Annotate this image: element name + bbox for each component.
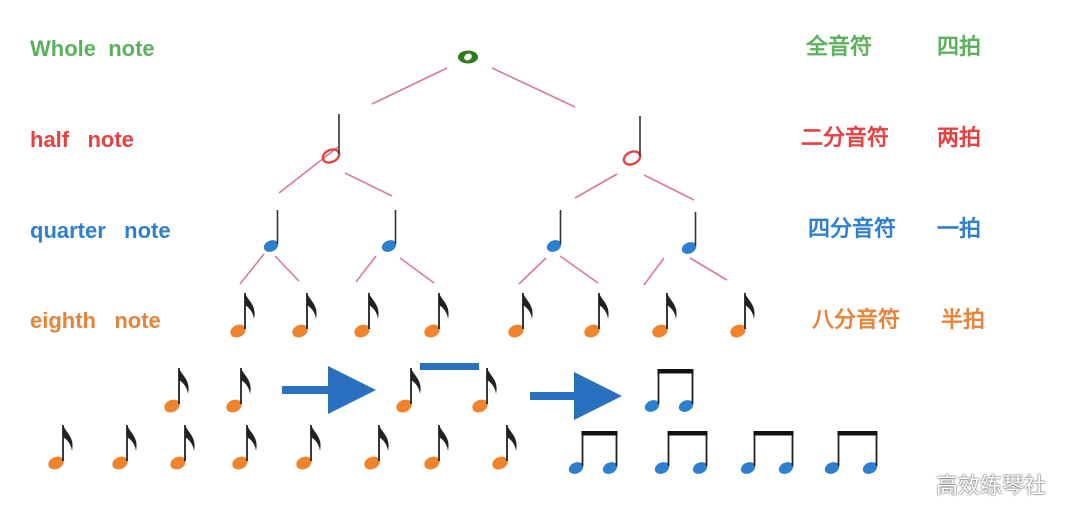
branch-line bbox=[689, 257, 728, 281]
branch-line bbox=[574, 173, 618, 199]
beamed-eighth-pair bbox=[568, 431, 618, 474]
wechat-icon bbox=[897, 472, 927, 495]
label-whole-en: Whole note bbox=[30, 36, 155, 61]
eighth-note bbox=[424, 293, 449, 338]
label-eighth-en: eighth note bbox=[30, 308, 161, 333]
eighth-note bbox=[226, 368, 251, 413]
label-quarter-cn: 四分音符 bbox=[808, 217, 897, 242]
eighth-note bbox=[492, 425, 517, 470]
watermark-text: 高效练琴社 bbox=[935, 474, 1046, 499]
branch-line bbox=[274, 255, 300, 282]
branch-line bbox=[518, 257, 547, 285]
branch-line bbox=[491, 67, 576, 108]
label-whole-cn: 全音符 bbox=[806, 35, 873, 60]
branch-line bbox=[643, 257, 665, 286]
label-half-beats: 两拍 bbox=[937, 126, 982, 151]
label-whole-beats: 四拍 bbox=[937, 35, 982, 60]
beamed-eighth-pair bbox=[824, 431, 878, 474]
watermark: 高效练琴社 bbox=[897, 468, 1046, 500]
label-eighth-cn: 八分音符 bbox=[812, 308, 901, 333]
beamed-eighth-pair bbox=[654, 431, 708, 474]
beamed-eighth-pair bbox=[644, 369, 694, 412]
eighth-note bbox=[354, 293, 379, 338]
eighth-note bbox=[364, 425, 389, 470]
eighth-note bbox=[730, 293, 755, 338]
beamed-eighth-pair bbox=[740, 431, 794, 474]
half-note bbox=[321, 114, 341, 164]
tree-branches bbox=[239, 67, 728, 286]
eighth-note bbox=[48, 425, 73, 470]
eighth-note bbox=[170, 425, 195, 470]
branch-line bbox=[371, 67, 448, 105]
branch-line bbox=[344, 172, 393, 197]
label-quarter-beats: 一拍 bbox=[937, 217, 982, 242]
whole-note bbox=[458, 50, 478, 64]
eighth-note bbox=[164, 368, 189, 413]
branch-line bbox=[559, 255, 599, 284]
half-note bbox=[622, 116, 642, 166]
eighth-note bbox=[112, 425, 137, 470]
label-half-cn: 二分音符 bbox=[801, 126, 890, 151]
eighth-note bbox=[424, 425, 449, 470]
eighth-note bbox=[292, 293, 317, 338]
quarter-note bbox=[381, 210, 397, 252]
quarter-note bbox=[681, 212, 697, 254]
label-eighth-beats: 半拍 bbox=[941, 308, 986, 333]
eighth-note bbox=[396, 368, 421, 413]
eighth-note bbox=[232, 425, 257, 470]
quarter-note bbox=[263, 210, 279, 252]
beam-indicator bbox=[420, 363, 479, 370]
eighth-note bbox=[508, 293, 533, 338]
label-quarter-en: quarter note bbox=[30, 218, 171, 243]
eighth-note bbox=[652, 293, 677, 338]
eighth-note bbox=[472, 368, 497, 413]
branch-line bbox=[643, 174, 695, 201]
branch-line bbox=[239, 253, 265, 285]
branch-line bbox=[399, 257, 435, 284]
label-half-en: half note bbox=[30, 127, 134, 152]
eighth-note bbox=[296, 425, 321, 470]
eighth-note bbox=[584, 293, 609, 338]
quarter-note bbox=[546, 210, 562, 252]
branch-line bbox=[355, 255, 377, 283]
eighth-note bbox=[230, 293, 255, 338]
tree-notes bbox=[230, 50, 755, 338]
beaming-demo bbox=[48, 363, 878, 474]
branch-line bbox=[278, 146, 339, 194]
